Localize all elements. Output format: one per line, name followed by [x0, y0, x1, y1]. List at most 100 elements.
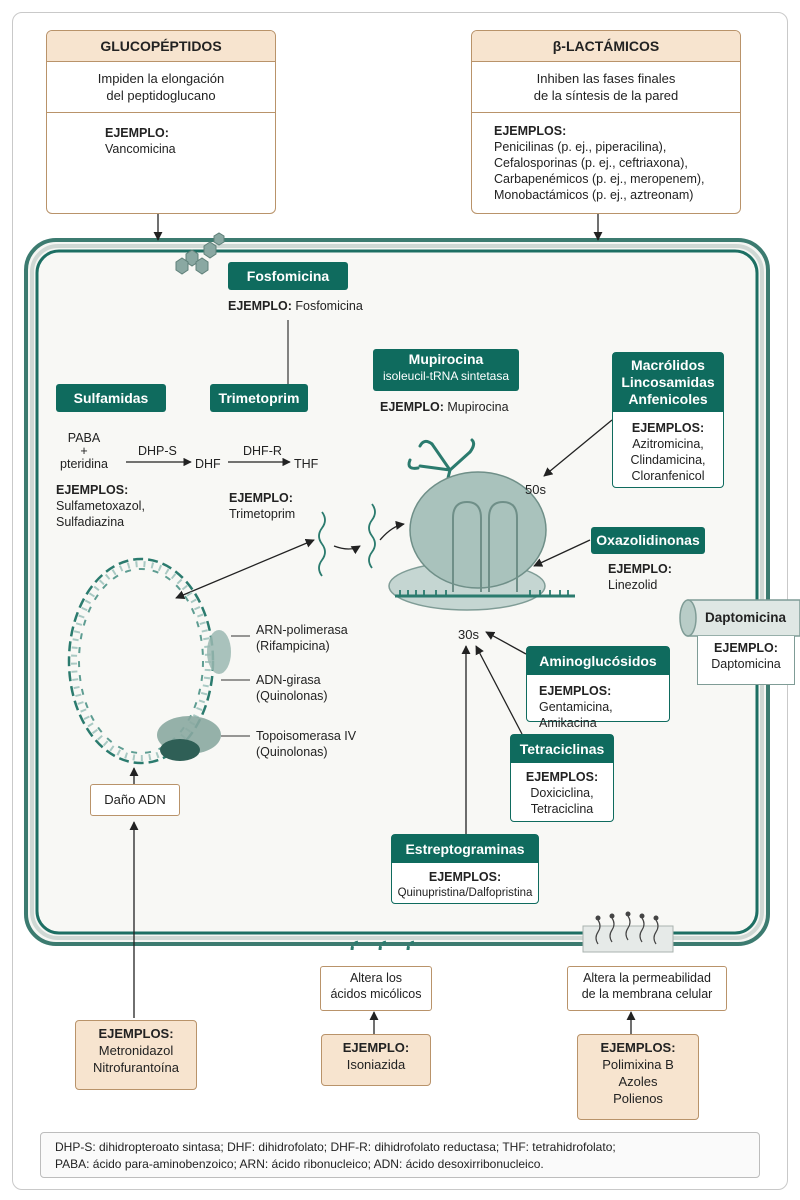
- membrana-example: Azoles: [618, 1074, 658, 1089]
- anfenicoles-label: Anfenicoles: [628, 391, 708, 407]
- isoniazida-label: EJEMPLO:: [342, 1040, 410, 1055]
- aminoglucosidos-card: Aminoglucósidos EJEMPLOS: Gentamicina, A…: [526, 646, 670, 730]
- sulfamidas-label: Sulfamidas: [56, 384, 166, 412]
- mrna-strands: [318, 503, 376, 577]
- arrow-mrna-ribosome-2: [379, 520, 405, 541]
- rna-polymerase-label: ARN-polimerasa (Rifampicina): [256, 622, 348, 654]
- oxazolidinonas-label: Oxazolidinonas: [591, 527, 705, 554]
- legend-line-2: PABA: ácido para-aminobenzoico; ARN: áci…: [55, 1157, 544, 1171]
- trimetoprim-example-label: EJEMPLO:: [229, 491, 293, 505]
- isoniazida-box: EJEMPLO: Isoniazida: [321, 1034, 431, 1086]
- mupirocina-subtitle: isoleucil-tRNA sintetasa: [382, 369, 510, 383]
- nitro-example: Nitrofurantoína: [93, 1060, 179, 1075]
- betalactamicos-example: Carbapenémicos (p. ej., meropenem),: [494, 172, 705, 186]
- estreptograminas-examples-label: EJEMPLOS:: [428, 870, 502, 884]
- sulfamidas-example: Sulfadiazina: [56, 515, 125, 529]
- rna-polymerase-shape: [207, 630, 231, 674]
- daptomicina-cylinder: [679, 599, 800, 637]
- isoniazida-example: Isoniazida: [346, 1057, 406, 1072]
- trimetoprim-example: Trimetoprim: [229, 507, 296, 521]
- daptomicina-label: Daptomicina: [705, 610, 787, 625]
- betalactamicos-desc-1: Inhiben las fases finales: [536, 71, 676, 86]
- legend-box: DHP-S: dihidropteroato sintasa; DHF: dih…: [40, 1132, 760, 1178]
- membrana-examples-box: EJEMPLOS: Polimixina B Azoles Polienos: [577, 1034, 699, 1120]
- micolicos-box: Altera los ácidos micólicos: [320, 966, 432, 1011]
- micolicos-line1: Altera los: [349, 971, 403, 985]
- membrane-channel: [582, 911, 674, 953]
- betalactamicos-examples-label: EJEMPLOS:: [494, 124, 567, 138]
- quinolonas-text: (Quinolonas): [256, 689, 328, 703]
- arrow-dna-mrna: [175, 538, 315, 600]
- dna-damage-box: Daño ADN: [90, 784, 180, 816]
- macrolidos-example: Clindamicina,: [630, 453, 706, 467]
- mupirocina-label: Mupirocina isoleucil-tRNA sintetasa: [373, 349, 519, 391]
- arrow-oxazolidinonas: [533, 539, 591, 567]
- nitro-examples-box: EJEMPLOS: Metronidazol Nitrofurantoína: [75, 1020, 197, 1090]
- macrolidos-label: Macrólidos: [631, 357, 705, 373]
- tetraciclinas-examples-label: EJEMPLOS:: [525, 770, 599, 784]
- sulfamidas-example: Sulfametoxazol,: [56, 499, 145, 513]
- betalactamicos-box: β-LACTÁMICOS Inhiben las fases finales d…: [471, 30, 741, 214]
- ribosome-50s-label: 50s: [525, 482, 546, 497]
- glucopeptidos-desc-1: Impiden la elongación: [97, 71, 225, 86]
- fosfomicina-example-row: EJEMPLO: Fosfomicina: [228, 298, 363, 314]
- micolicos-line2: ácidos micólicos: [330, 987, 422, 1001]
- ribosome-30s-label: 30s: [458, 627, 479, 642]
- tetraciclinas-example: Doxiciclina,: [530, 786, 594, 800]
- glucopeptidos-example: Vancomicina: [105, 142, 176, 156]
- daptomicina-example: Daptomicina: [711, 657, 781, 671]
- mupirocina-example: Mupirocina: [447, 400, 509, 414]
- aminoglucosidos-example: Gentamicina, Amikacina: [539, 700, 613, 730]
- fosfomicina-example-label: EJEMPLO:: [228, 299, 292, 313]
- rna-polymerase-text: ARN-polimerasa: [256, 623, 348, 637]
- macrolidos-example: Cloranfenicol: [631, 469, 705, 483]
- mupirocina-title: Mupirocina: [408, 351, 484, 367]
- ribosome: [388, 471, 575, 611]
- fosfomicina-label: Fosfomicina: [228, 262, 348, 290]
- aminoglucosidos-examples-label: EJEMPLOS:: [539, 684, 612, 698]
- oxazolidinonas-example-label: EJEMPLO:: [608, 562, 672, 576]
- membrana-example: Polienos: [613, 1091, 663, 1106]
- daptomicina-card: EJEMPLO: Daptomicina: [697, 636, 795, 685]
- mycolic-acid-marks: [350, 940, 417, 951]
- aminoglucosidos-label: Aminoglucósidos: [527, 647, 669, 675]
- paba-text: PABA: [67, 431, 101, 445]
- arrow-macrolidos-50s: [543, 419, 613, 477]
- estreptograminas-card: Estreptograminas EJEMPLOS: Quinupristina…: [391, 834, 539, 904]
- sulfamidas-examples-label: EJEMPLOS:: [56, 483, 129, 497]
- gyrase-shape: [160, 739, 200, 761]
- tetraciclinas-label: Tetraciclinas: [511, 735, 613, 763]
- sulfamidas-examples: EJEMPLOS: Sulfametoxazol, Sulfadiazina: [56, 482, 145, 530]
- nitro-example: Metronidazol: [98, 1043, 174, 1058]
- legend-line-1: DHP-S: dihidropteroato sintasa; DHF: dih…: [55, 1140, 616, 1154]
- lincosamidas-label: Lincosamidas: [621, 374, 715, 390]
- betalactamicos-title: β-LACTÁMICOS: [472, 31, 740, 62]
- tetraciclinas-example: Tetraciclina: [530, 802, 594, 816]
- dhf-text: DHF: [195, 457, 221, 471]
- plus-text: +: [80, 444, 88, 458]
- thf-text: THF: [294, 457, 319, 471]
- dhfr-text: DHF-R: [243, 444, 282, 458]
- daptomicina-example-label: EJEMPLO:: [714, 641, 778, 655]
- oxazolidinonas-examples: EJEMPLO: Linezolid: [608, 561, 672, 593]
- trimetoprim-examples: EJEMPLO: Trimetoprim: [229, 490, 295, 522]
- cell-wall-gap: [30, 244, 764, 940]
- membrana-line1: Altera la permeabilidad: [583, 971, 711, 985]
- gyrase-text: ADN-girasa: [256, 673, 321, 687]
- glucopeptidos-title: GLUCOPÉPTIDOS: [47, 31, 275, 62]
- arrow-mrna-ribosome: [333, 545, 361, 555]
- dhps-text: DHP-S: [138, 444, 177, 458]
- quinolonas-text-2: (Quinolonas): [256, 745, 328, 759]
- oxazolidinonas-example: Linezolid: [608, 578, 658, 592]
- mupirocina-example-row: EJEMPLO: Mupirocina: [380, 399, 509, 415]
- betalactamicos-desc-2: de la síntesis de la pared: [533, 88, 679, 103]
- glucopeptidos-desc-2: del peptidoglucano: [106, 88, 216, 103]
- mupirocina-example-label: EJEMPLO:: [380, 400, 444, 414]
- folate-substrates: PABA + pteridina: [52, 430, 116, 472]
- membrana-line2: de la membrana celular: [581, 987, 713, 1001]
- gyrase-label: ADN-girasa (Quinolonas): [256, 672, 328, 704]
- glucopeptidos-example-label: EJEMPLO:: [105, 126, 169, 140]
- macrolidos-example: Azitromicina,: [632, 437, 704, 451]
- macrolidos-card: Macrólidos Lincosamidas Anfenicoles EJEM…: [612, 352, 724, 488]
- topoisomerase-text: Topoisomerasa IV: [256, 729, 357, 743]
